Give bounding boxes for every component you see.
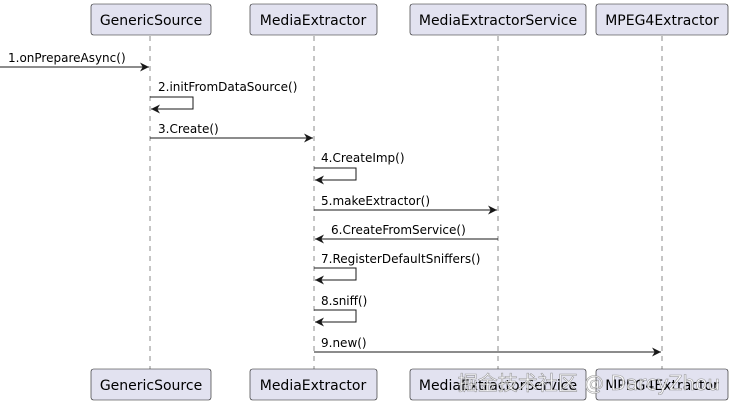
- message-label: 2.initFromDataSource(): [158, 80, 297, 94]
- message-label: 5.makeExtractor(): [321, 194, 430, 208]
- message-label: 3.Create(): [158, 122, 219, 136]
- participant-mediaextractorservice-bottom: MediaExtractorService: [409, 368, 587, 401]
- participant-label: MediaExtractorService: [419, 13, 577, 29]
- participant-label: MediaExtractor: [260, 378, 367, 394]
- participant-mpeg4extractor-bottom: MPEG4Extractor: [595, 368, 729, 401]
- participant-label: GenericSource: [100, 378, 202, 394]
- message-6: 6.CreateFromService(): [315, 223, 498, 244]
- participant-label: MPEG4Extractor: [605, 378, 719, 394]
- message-label: 7.RegisterDefaultSniffers(): [321, 252, 480, 266]
- message-label: 4.CreateImp(): [321, 151, 405, 165]
- message-2: 2.initFromDataSource(): [150, 80, 297, 114]
- participant-mediaextractor-bottom: MediaExtractor: [249, 368, 378, 401]
- message-4: 4.CreateImp(): [314, 151, 405, 185]
- message-3: 3.Create(): [150, 122, 313, 143]
- participant-mediaextractor-top: MediaExtractor: [249, 3, 378, 36]
- message-1: 1.onPrepareAsync(): [0, 51, 149, 72]
- message-label: 6.CreateFromService(): [331, 223, 466, 237]
- message-9: 9.new(): [314, 336, 661, 357]
- participant-label: MediaExtractorService: [419, 378, 577, 394]
- message-8: 8.sniff(): [314, 294, 367, 327]
- participant-genericsource-top: GenericSource: [90, 3, 212, 36]
- watermark-text: 掘金技术社区 @ DarcyZhou: [458, 371, 720, 395]
- participant-label: MediaExtractor: [260, 13, 367, 29]
- participant-genericsource-bottom: GenericSource: [90, 368, 212, 401]
- participant-label: MPEG4Extractor: [605, 13, 719, 29]
- message-label: 1.onPrepareAsync(): [8, 51, 126, 65]
- message-7: 7.RegisterDefaultSniffers(): [314, 252, 480, 285]
- participant-label: GenericSource: [100, 13, 202, 29]
- message-5: 5.makeExtractor(): [314, 194, 497, 215]
- message-label: 9.new(): [321, 336, 367, 350]
- message-label: 8.sniff(): [321, 294, 367, 308]
- participant-mediaextractorservice-top: MediaExtractorService: [409, 3, 587, 36]
- participant-mpeg4extractor-top: MPEG4Extractor: [595, 3, 729, 36]
